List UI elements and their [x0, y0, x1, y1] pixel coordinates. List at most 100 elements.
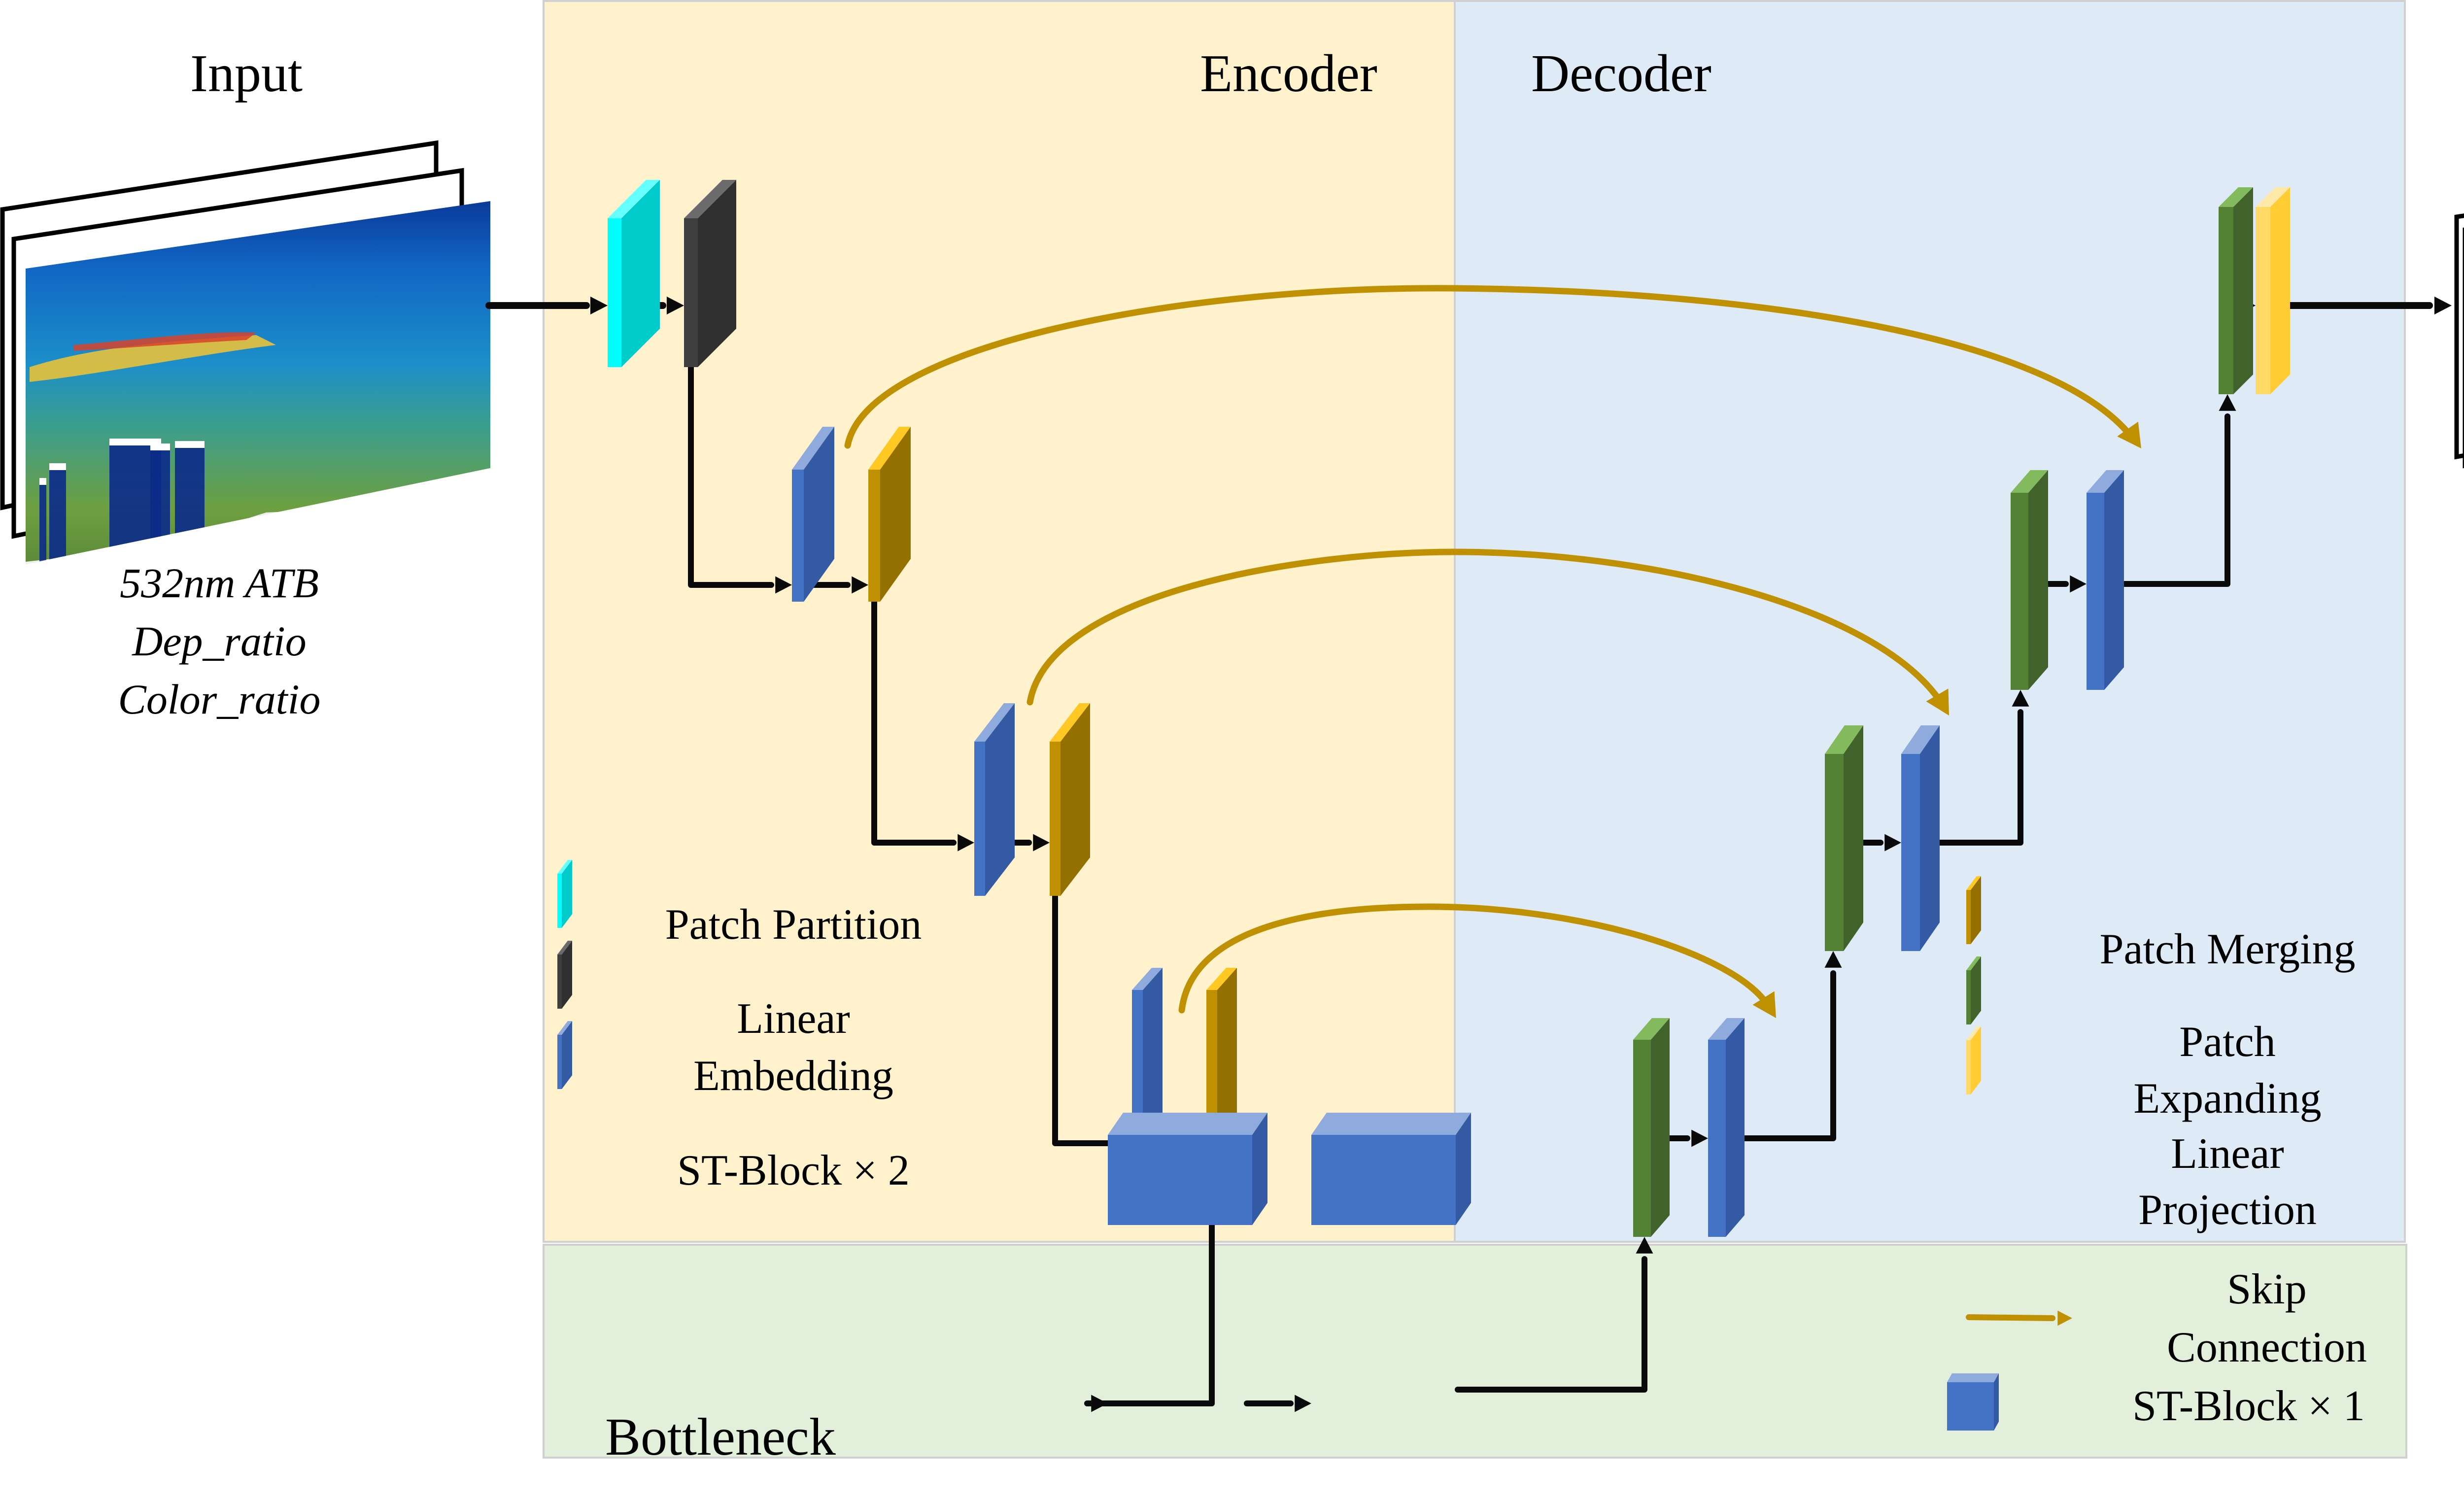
network-blocks — [608, 180, 2290, 1237]
bottleneck-st-block-2-side-face — [1456, 1113, 1471, 1225]
decoder-st-block-1-side-face — [2104, 470, 2124, 690]
patch-expanding-block-1 — [2011, 470, 2048, 690]
lidar-cloud-column — [39, 483, 46, 564]
encoder-st-block-3-top-face — [1132, 968, 1163, 990]
skip-connection-level-1 — [844, 285, 2141, 449]
legend-st-block-2-label: ST-Block × 2 — [677, 1147, 910, 1194]
arrow-stblock-1-to-expanding-0-head — [2219, 394, 2236, 411]
arrow-embedding-to-stblock-1 — [688, 364, 792, 594]
patch-expanding-block-0-front-face — [2219, 207, 2233, 394]
input-image-stack — [0, 140, 490, 564]
patch-partition-block — [608, 180, 660, 367]
legend-patch-merging-label: Patch Merging — [2100, 925, 2356, 973]
arrow-bottleneck-to-expanding-3-line — [1455, 1256, 1647, 1393]
legend-patch-expanding-swatch-front-face — [1966, 970, 1971, 1024]
encoder-title: Encoder — [1200, 44, 1377, 103]
legend-skip-arrow-icon-line — [1966, 1314, 2055, 1321]
patch-merging-block-2-front-face — [1050, 742, 1061, 896]
linear-projection-block-front-face — [2256, 207, 2270, 394]
decoder-st-block-1-top-face — [2087, 470, 2124, 493]
legend-skip-connection-label: Skip — [2227, 1265, 2306, 1313]
skip-connections — [844, 285, 2141, 1018]
arrow-input-to-partition-head — [590, 296, 608, 315]
linear-embedding-block-front-face — [684, 218, 698, 367]
arrow-projection-to-output — [2265, 296, 2452, 315]
legend-skip-arrow-icon-head — [2057, 1310, 2072, 1326]
linear-embedding-block-top-face — [684, 180, 736, 218]
bottleneck-st-block-2-top-face — [1311, 1113, 1471, 1135]
legend-st-block-1-swatch — [1947, 1373, 1999, 1431]
patch-expanding-block-3 — [1633, 1018, 1670, 1237]
patch-expanding-block-0-side-face — [2233, 187, 2253, 394]
arrow-stblock-3-to-expanding-2-head — [1824, 951, 1842, 968]
linear-projection-block-top-face — [2256, 187, 2290, 207]
encoder-st-block-2-top-face — [974, 703, 1015, 742]
legend-st-block-2-swatch-side-face — [562, 1021, 572, 1089]
linear-projection-block-side-face — [2270, 187, 2290, 394]
skip-connection-level-3-curve — [1178, 903, 1768, 1014]
encoder-st-block-1-front-face — [792, 470, 804, 602]
bottleneck-panel — [543, 1244, 2407, 1459]
legend-patch-expanding-swatch-top-face — [1966, 956, 1981, 970]
patch-merging-block-1-top-face — [868, 427, 911, 470]
patch-partition-block-side-face — [621, 180, 660, 367]
decoder-st-block-3-side-face — [1726, 1018, 1745, 1237]
skip-connection-level-2-curve — [1027, 548, 1943, 706]
legend-patch-expanding-swatch-side-face — [1971, 956, 1981, 1024]
bottleneck-st-block-1-front-face — [1108, 1135, 1252, 1225]
encoder-st-block-2-front-face — [974, 742, 985, 896]
legend-skip-connection-label: Connection — [2167, 1324, 2367, 1371]
arrow-expanding-3-to-stblock-3-head — [1691, 1129, 1708, 1147]
patch-merging-block-2 — [1050, 703, 1090, 896]
legend-linear-projection-swatch-front-face — [1966, 1040, 1971, 1094]
lidar-cloud-top — [49, 463, 66, 470]
legend-patch-partition-swatch-side-face — [562, 860, 572, 928]
patch-merging-block-1-front-face — [868, 470, 880, 602]
encoder-st-block-1-top-face — [792, 427, 834, 470]
patch-expanding-block-2 — [1825, 725, 1863, 951]
patch-merging-block-1 — [868, 427, 911, 602]
bottleneck-st-block-1 — [1108, 1113, 1267, 1225]
patch-partition-block-top-face — [608, 180, 660, 218]
patch-expanding-block-0-top-face — [2219, 187, 2253, 207]
legend-patch-expanding-label: Expanding — [2133, 1075, 2321, 1123]
arrow-stblock-2-to-expanding-1-line — [1913, 709, 2023, 846]
arrow-bottleneck-1-to-2-head — [1295, 1395, 1311, 1412]
decoder-st-block-2-front-face — [1901, 754, 1920, 951]
legend-patch-partition-swatch-top-face — [557, 860, 572, 874]
legend-patch-partition-swatch — [557, 860, 572, 928]
arrow-embedding-to-stblock-1-head — [775, 576, 792, 594]
arrow-stblock-1-to-expanding-0-line — [2099, 413, 2230, 587]
decoder-st-block-1 — [2087, 470, 2124, 690]
bottleneck-title: Bottleneck — [605, 1408, 836, 1466]
legend-patch-merging-swatch-top-face — [1966, 876, 1981, 890]
lidar-cloud-column — [49, 468, 66, 564]
arrow-stblock-3-to-expanding-2 — [1719, 951, 1842, 1141]
arrow-stblock-3-to-expanding-2-line — [1719, 970, 1836, 1141]
bottleneck-st-block-1-side-face — [1252, 1113, 1267, 1225]
bottleneck-st-block-2-front-face — [1311, 1135, 1456, 1225]
lidar-cloud-column — [150, 448, 170, 564]
encoder-st-block-2-side-face — [985, 703, 1015, 896]
arrow-bottleneck-1-to-2 — [1244, 1395, 1311, 1412]
arrow-projection-to-output-head — [2434, 296, 2452, 315]
decoder-st-block-1-front-face — [2087, 493, 2104, 690]
input-title: Input — [190, 44, 303, 103]
legend-linear-embedding-label: Embedding — [693, 1052, 893, 1100]
arrow-embedding-to-stblock-1-line — [688, 364, 774, 588]
arrow-expanding-1-to-stblock-1-head — [2070, 575, 2087, 593]
patch-expanding-block-1-side-face — [2028, 470, 2048, 690]
bottleneck-st-block-2 — [1311, 1113, 1471, 1225]
encoder-st-block-2 — [974, 703, 1015, 896]
linear-projection-block — [2256, 187, 2290, 394]
skip-connection-level-3-head — [1752, 991, 1776, 1018]
legend-linear-embedding-swatch-top-face — [557, 941, 572, 955]
legend-patch-expanding-label: Patch — [2179, 1018, 2276, 1066]
legend-linear-embedding-label: Linear — [737, 995, 850, 1043]
patch-expanding-block-1-top-face — [2011, 470, 2048, 493]
arrow-merging-3-to-bottleneck — [1084, 1184, 1215, 1412]
output-image-stack — [2454, 213, 2464, 469]
decoder-st-block-2 — [1901, 725, 1940, 951]
linear-embedding-block-side-face — [698, 180, 736, 367]
